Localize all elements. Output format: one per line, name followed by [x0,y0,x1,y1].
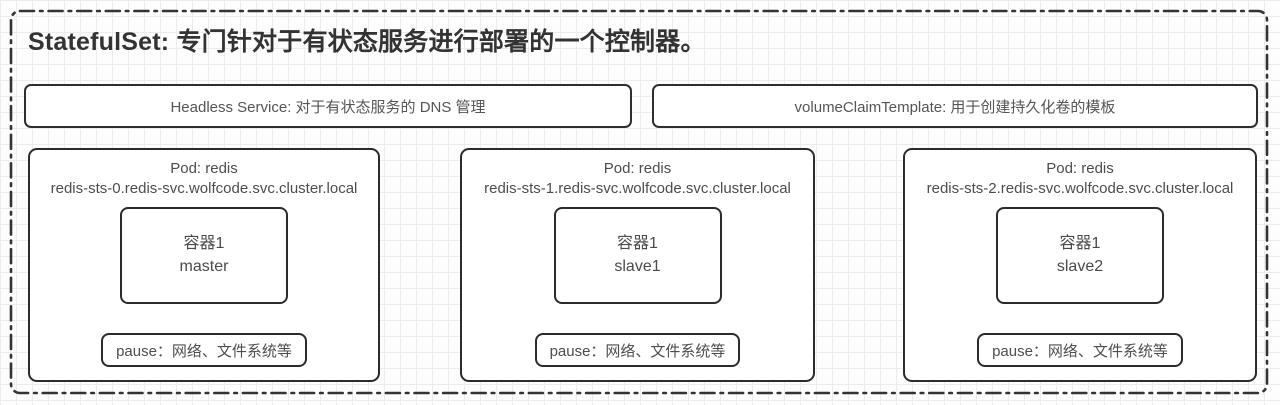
pod-box-redis-sts-0: Pod: redis redis-sts-0.redis-svc.wolfcod… [28,148,380,382]
pod-dns: redis-sts-0.redis-svc.wolfcode.svc.clust… [50,180,358,198]
container-box-slave2: 容器1 slave2 [996,206,1164,304]
pause-box: pause：网络、文件系统等 [534,333,741,367]
pod-box-redis-sts-2: Pod: redis redis-sts-2.redis-svc.wolfcod… [903,148,1257,382]
container-role: slave2 [1056,258,1104,275]
pod-title: Pod: redis [603,160,672,177]
pod-header: Pod: redis redis-sts-1.redis-svc.wolfcod… [484,159,791,200]
volume-claim-template-label: volumeClaimTemplate: 用于创建持久化卷的模板 [794,98,1116,116]
pod-dns: redis-sts-2.redis-svc.wolfcode.svc.clust… [926,180,1234,198]
container-role: slave1 [614,258,661,275]
headless-service-box: Headless Service: 对于有状态服务的 DNS 管理 [24,84,632,128]
container-label: 容器1 [617,234,658,252]
pod-dns: redis-sts-1.redis-svc.wolfcode.svc.clust… [484,180,791,198]
pod-box-redis-sts-1: Pod: redis redis-sts-1.redis-svc.wolfcod… [460,148,815,382]
container-label: 容器1 [183,234,225,252]
container-box-slave1: 容器1 slave1 [553,206,722,304]
container-label: 容器1 [1059,234,1101,252]
pause-box: pause：网络、文件系统等 [101,333,307,367]
diagram-title: StatefulSet: 专门针对于有状态服务进行部署的一个控制器。 [28,28,706,56]
container-box-master: 容器1 master [120,206,288,304]
pod-title: Pod: redis [1046,160,1114,177]
pod-header: Pod: redis redis-sts-2.redis-svc.wolfcod… [927,159,1234,200]
pause-box: pause：网络、文件系统等 [977,333,1183,367]
headless-service-label: Headless Service: 对于有状态服务的 DNS 管理 [170,98,486,116]
volume-claim-template-box: volumeClaimTemplate: 用于创建持久化卷的模板 [652,84,1258,128]
pause-label: pause：网络、文件系统等 [116,342,292,360]
container-role: master [179,258,229,275]
pause-label: pause：网络、文件系统等 [992,342,1168,360]
pod-header: Pod: redis redis-sts-0.redis-svc.wolfcod… [51,159,358,200]
pod-title: Pod: redis [170,160,238,177]
pause-label: pause：网络、文件系统等 [549,342,726,360]
